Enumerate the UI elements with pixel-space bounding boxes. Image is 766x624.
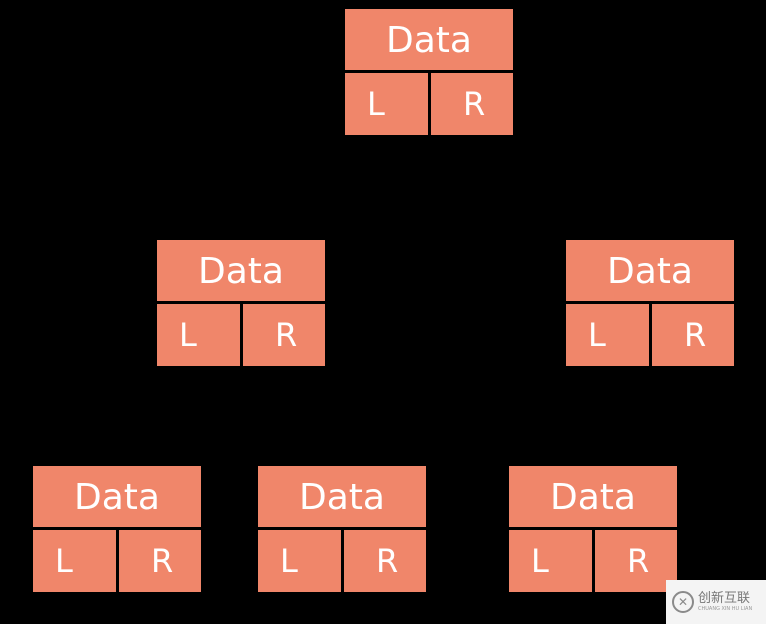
node-left-pointer: L	[33, 530, 116, 592]
watermark-text: 创新互联	[698, 591, 751, 606]
watermark-text-group: 创新互联 CHUANG XIN HU LIAN	[698, 592, 752, 612]
node-left-pointer: L	[345, 73, 428, 135]
node-left-pointer: L	[509, 530, 592, 592]
tree-node-level1-right: Data L R	[566, 240, 734, 366]
node-right-pointer: R	[652, 304, 734, 366]
node-left-pointer: L	[258, 530, 341, 592]
node-data-field: Data	[157, 240, 325, 301]
node-data-field: Data	[345, 9, 513, 70]
node-right-pointer: R	[243, 304, 325, 366]
node-right-pointer: R	[431, 73, 513, 135]
watermark-badge: ✕ 创新互联 CHUANG XIN HU LIAN	[666, 580, 766, 624]
node-left-pointer: L	[566, 304, 649, 366]
node-left-pointer: L	[157, 304, 240, 366]
node-right-pointer: R	[344, 530, 426, 592]
node-right-pointer: R	[595, 530, 677, 592]
tree-node-level2-a: Data L R	[33, 466, 201, 592]
tree-node-level2-b: Data L R	[258, 466, 426, 592]
tree-node-level2-c: Data L R	[509, 466, 677, 592]
node-data-field: Data	[33, 466, 201, 527]
node-data-field: Data	[509, 466, 677, 527]
node-data-field: Data	[258, 466, 426, 527]
chuangxin-logo-icon: ✕	[672, 591, 694, 613]
tree-node-root: Data L R	[345, 9, 513, 135]
watermark-subtext: CHUANG XIN HU LIAN	[698, 606, 753, 612]
node-data-field: Data	[566, 240, 734, 301]
tree-node-level1-left: Data L R	[157, 240, 325, 366]
node-right-pointer: R	[119, 530, 201, 592]
